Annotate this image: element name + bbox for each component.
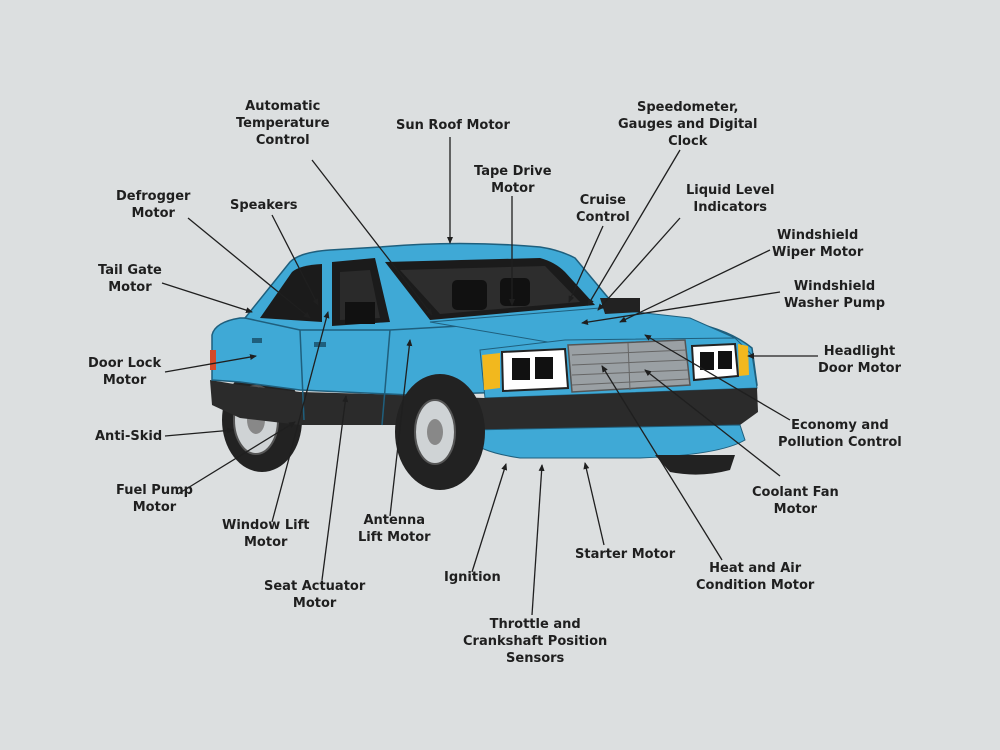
front-right-wheel: [655, 455, 735, 475]
label-automatic-temperature-control: Automatic Temperature Control: [236, 99, 330, 148]
label-ignition: Ignition: [444, 570, 501, 585]
label-cruise-control: Cruise Control: [576, 193, 630, 225]
label-heat-air-condition-motor: Heat and Air Condition Motor: [696, 561, 815, 593]
label-door-lock-motor: Door Lock Motor: [88, 356, 162, 388]
label-fuel-pump-motor: Fuel Pump Motor: [116, 483, 193, 515]
tail-light: [210, 350, 216, 370]
label-liquid-level-indicators: Liquid Level Indicators: [686, 183, 775, 215]
label-economy-pollution-control: Economy and Pollution Control: [778, 418, 902, 450]
right-headlight: [690, 342, 749, 382]
label-anti-skid: Anti-Skid: [95, 429, 163, 444]
leader-lines: [161, 137, 818, 616]
label-throttle-crankshaft-sensors: Throttle and Crankshaft Position Sensors: [463, 617, 608, 666]
front-left-wheel: [395, 374, 485, 490]
label-headlight-door-motor: Headlight Door Motor: [818, 344, 902, 376]
rear-side-window: [260, 264, 322, 322]
label-starter-motor: Starter Motor: [575, 547, 676, 562]
label-defrogger-motor: Defrogger Motor: [116, 189, 191, 221]
label-windshield-wiper-motor: Windshield Wiper Motor: [772, 228, 864, 260]
label-sun-roof-motor: Sun Roof Motor: [396, 118, 510, 133]
front-bumper: [410, 388, 758, 430]
label-tail-gate-motor: Tail Gate Motor: [98, 263, 162, 295]
label-seat-actuator-motor: Seat Actuator Motor: [264, 579, 366, 611]
hood: [429, 307, 736, 346]
grille: [567, 339, 691, 393]
label-speakers: Speakers: [230, 198, 298, 213]
label-windshield-washer-pump: Windshield Washer Pump: [784, 279, 886, 311]
label-window-lift-motor: Window Lift Motor: [222, 518, 310, 550]
label-antenna-lift-motor: Antenna Lift Motor: [358, 513, 431, 545]
label-tape-drive-motor: Tape Drive Motor: [474, 164, 552, 196]
label-coolant-fan-motor: Coolant Fan Motor: [752, 485, 839, 517]
label-speedometer: Speedometer, Gauges and Digital Clock: [618, 100, 758, 149]
rear-bumper: [210, 380, 410, 425]
left-headlight: [482, 347, 570, 393]
